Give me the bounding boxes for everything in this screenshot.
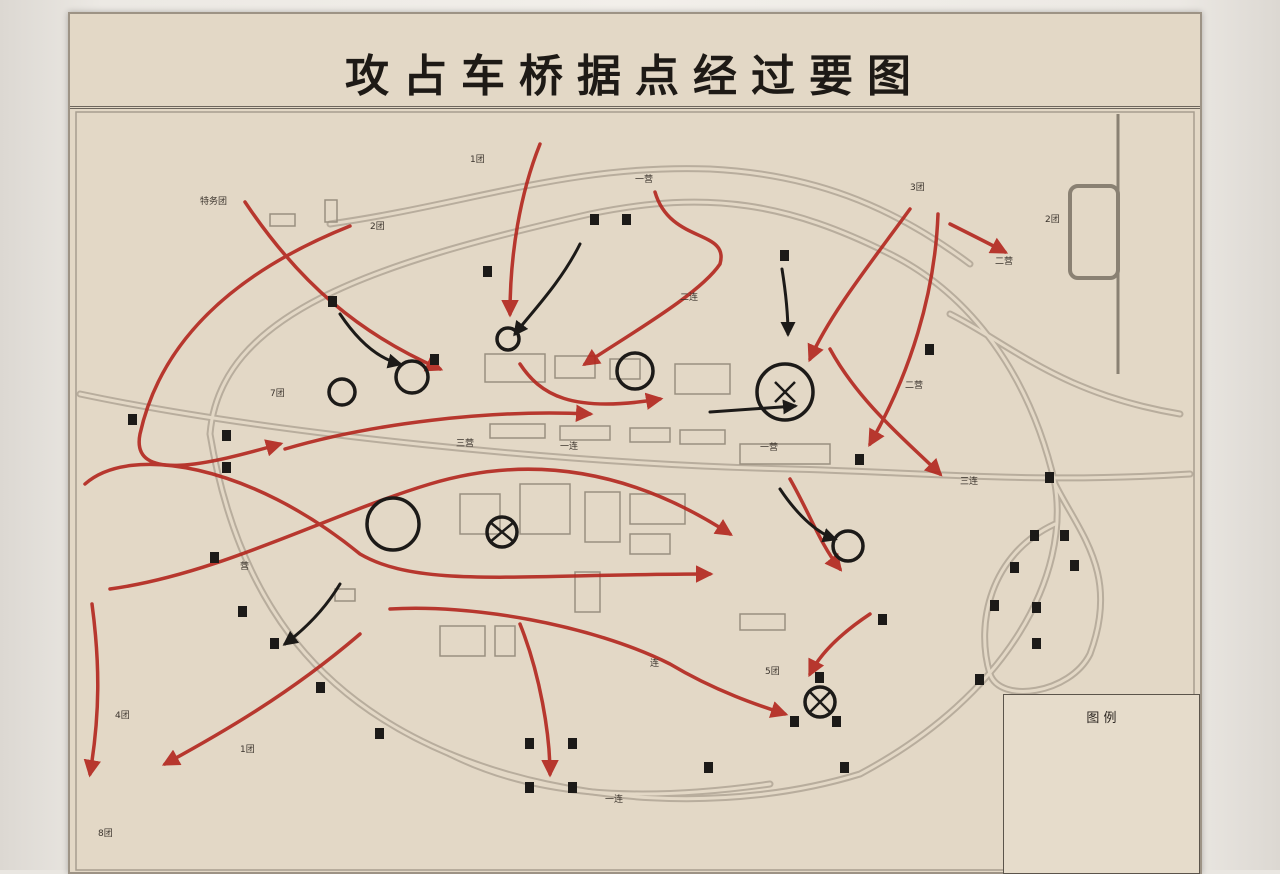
- unit-label: 8团: [98, 828, 113, 839]
- strongpoint-north: [495, 326, 521, 352]
- strongpoint-center: [485, 515, 519, 549]
- unit-label: 特务团: [200, 195, 227, 207]
- map-legend: 图 例: [1003, 694, 1200, 874]
- unit-labels: 1团 2团 3团 4团 5团 7团 8团 特务团 一营 二营 三营 一连 二连 …: [98, 154, 1060, 839]
- strongpoint-south: [803, 685, 837, 719]
- title-band: 攻占车桥据点经过要图: [70, 14, 1200, 109]
- unit-label: 三营: [456, 437, 474, 449]
- road-main-east-west: [76, 390, 1194, 482]
- black-movement-routes: [282, 242, 838, 646]
- unit-label: 二连: [680, 291, 698, 303]
- strongpoint-northwest: [394, 359, 430, 395]
- compound-northeast: [1068, 184, 1120, 280]
- unit-label: 三连: [960, 475, 978, 487]
- unit-label: 1团: [470, 154, 485, 165]
- unit-label: 一营: [635, 173, 653, 185]
- unit-label: 二营: [995, 255, 1013, 267]
- strongpoint-center-north: [615, 351, 655, 391]
- bunkers: [128, 214, 1079, 793]
- map-title: 攻占车桥据点经过要图: [345, 51, 925, 102]
- unit-label: 7团: [270, 388, 285, 399]
- unit-label: 3团: [910, 182, 925, 193]
- strongpoints: [327, 326, 865, 719]
- unit-label: 二营: [905, 379, 923, 391]
- town-buildings: [269, 199, 831, 657]
- legend-title: 图 例: [1086, 711, 1117, 726]
- battle-map: 1团 2团 3团 4团 5团 7团 8团 特务团 一营 二营 三营 一连 二连 …: [75, 111, 1195, 871]
- unit-label: 5团: [765, 666, 780, 677]
- captured-marks: [489, 381, 831, 713]
- unit-label: 一连: [560, 440, 578, 452]
- map-board: 攻占车桥据点经过要图: [68, 12, 1202, 874]
- strongpoint-east: [755, 362, 815, 422]
- unit-label: 连: [650, 657, 659, 669]
- unit-label: 4团: [115, 710, 130, 721]
- unit-label: 一连: [605, 793, 623, 805]
- strongpoint-west: [327, 377, 357, 407]
- unit-label: 2团: [1045, 214, 1060, 225]
- unit-label: 2团: [370, 221, 385, 232]
- unit-label: 一营: [760, 441, 778, 453]
- unit-label: 1团: [240, 744, 255, 755]
- strongpoint-southeast: [831, 529, 865, 563]
- strongpoint-center-west: [365, 496, 421, 552]
- unit-label: 营: [240, 560, 249, 572]
